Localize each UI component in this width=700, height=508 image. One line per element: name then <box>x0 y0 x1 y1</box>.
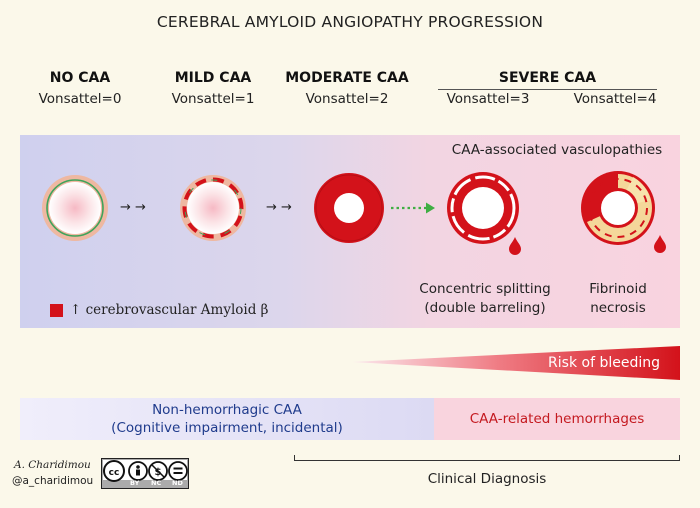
author-name: A. Charidimou <box>14 459 91 471</box>
vessel-mild-caa <box>180 175 246 241</box>
amyloid-legend-label: ↑ cerebrovascular Amyloid β <box>70 302 269 318</box>
cc-license-badge: cc $ BY NC ND <box>101 458 189 489</box>
stage-severe-caa-score-4: Vonsattel=4 <box>573 91 657 107</box>
clinical-diagnosis-label: Clinical Diagnosis <box>427 471 547 487</box>
vessel-no-caa <box>42 175 108 241</box>
stage-moderate-caa-name: MODERATE CAA <box>285 70 409 86</box>
stage-mild-caa-name: MILD CAA <box>174 70 252 86</box>
nd-icon <box>168 461 188 481</box>
cc-icon <box>103 460 125 482</box>
vessel-fibrinoid-necrosis <box>581 171 655 245</box>
cc-tag-nc: NC <box>151 479 162 487</box>
author-handle: @a_charidimou <box>12 475 94 487</box>
vessel-moderate-caa <box>314 173 384 243</box>
stage-no-caa-score: Vonsattel=0 <box>38 91 122 107</box>
clinical-bracket <box>294 455 680 461</box>
diagram-title: CEREBRAL AMYLOID ANGIOPATHY PROGRESSION <box>156 13 544 31</box>
caption-fibrinoid-necrosis: Fibrinoid necrosis <box>589 281 647 316</box>
cc-icons: cc $ <box>103 460 188 482</box>
amyloid-legend-swatch <box>50 304 63 317</box>
stage-severe-caa-name: SEVERE CAA <box>498 70 597 86</box>
vasculopathies-heading: CAA-associated vasculopathies <box>451 142 663 158</box>
arrow-icon-1: → → <box>120 200 146 215</box>
hemorrhages-box <box>434 398 680 440</box>
severe-divider <box>438 89 657 90</box>
non-hemorrhagic-box <box>20 398 434 440</box>
dotted-arrow <box>391 202 435 214</box>
svg-text:cc: cc <box>109 468 120 478</box>
svg-text:$: $ <box>155 467 162 478</box>
blood-drop-icon-1 <box>509 237 521 255</box>
non-hemorrhagic-label: Non-hemorrhagic CAA (Cognitive impairmen… <box>111 402 343 436</box>
risk-of-bleeding-label: Risk of bleeding <box>548 355 660 371</box>
stage-mild-caa-score: Vonsattel=1 <box>171 91 255 107</box>
arrow-icon-2: → → <box>266 200 292 215</box>
cc-tag-by: BY <box>130 479 140 487</box>
vessel-concentric-splitting <box>444 169 522 247</box>
stage-moderate-caa-score: Vonsattel=2 <box>305 91 389 107</box>
stage-no-caa-name: NO CAA <box>49 70 111 86</box>
hemorrhages-label: CAA-related hemorrhages <box>469 411 645 427</box>
cc-tag-nd: ND <box>172 479 183 487</box>
caption-concentric-splitting: Concentric splitting (double barreling) <box>419 281 551 316</box>
blood-drop-icon-2 <box>654 235 666 253</box>
risk-wedge <box>352 346 680 380</box>
stage-severe-caa-score-3: Vonsattel=3 <box>446 91 530 107</box>
